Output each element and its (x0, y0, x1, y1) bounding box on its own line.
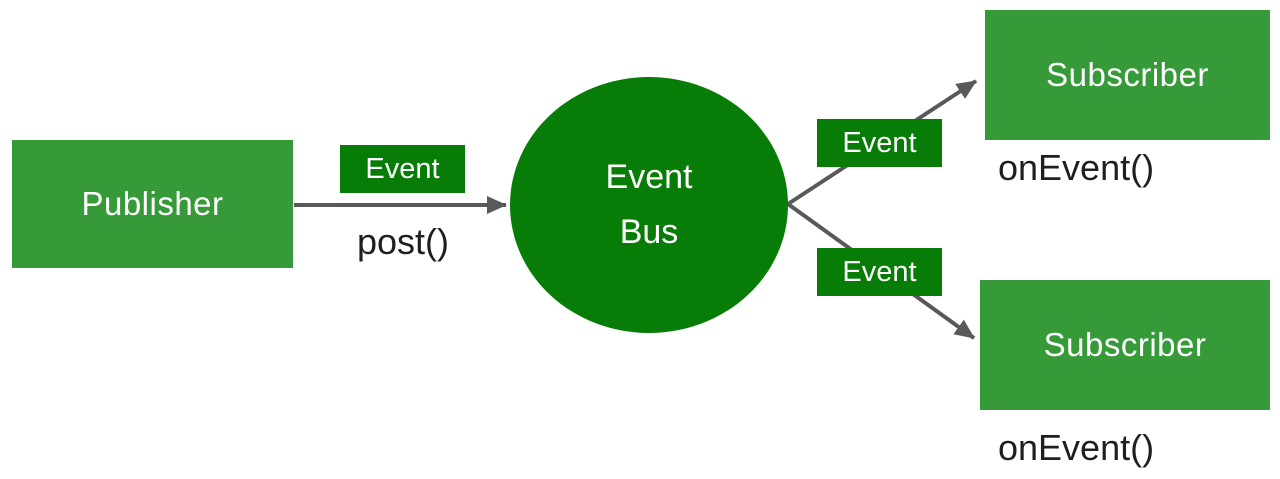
event-badge-publish-label: Event (365, 152, 440, 185)
onevent-method-top-label: onEvent() (998, 147, 1155, 188)
subscriber-bottom-label: Subscriber (1043, 326, 1207, 363)
event-bus-label-line1: Event (605, 158, 693, 196)
event-bus-label-line2: Bus (619, 213, 679, 251)
event-badge-deliver-top: Event (817, 119, 942, 167)
event-badge-deliver-bottom-label: Event (842, 255, 917, 288)
subscriber-top-node: Subscriber (985, 10, 1270, 140)
subscriber-top-label: Subscriber (1046, 56, 1209, 93)
onevent-method-bottom-label: onEvent() (998, 427, 1155, 468)
event-badge-deliver-top-label: Event (842, 126, 917, 159)
post-method-label: post() (356, 221, 450, 262)
subscriber-bottom-node: Subscriber (980, 280, 1270, 410)
event-bus-node: Event Bus (510, 77, 788, 333)
event-badge-publish: Event (340, 145, 465, 193)
publisher-label: Publisher (81, 185, 224, 222)
event-badge-deliver-bottom: Event (817, 248, 942, 296)
publisher-node: Publisher (12, 140, 293, 268)
